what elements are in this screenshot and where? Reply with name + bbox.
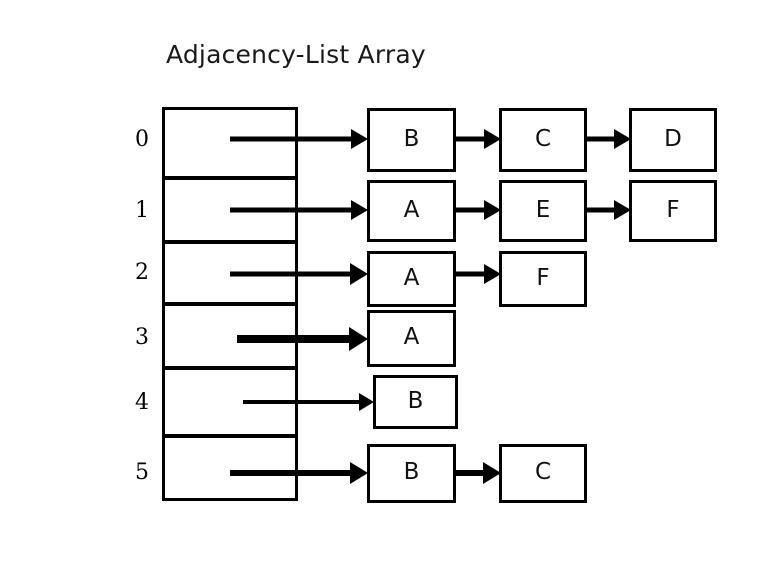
link-arrow-row5-0 xyxy=(455,461,501,485)
list-node-row3-0[interactable]: A xyxy=(367,310,456,367)
pointer-arrow-row-1 xyxy=(230,199,368,221)
list-node-row0-0[interactable]: B xyxy=(367,108,456,172)
list-node-row2-0[interactable]: A xyxy=(367,251,456,307)
list-node-label: E xyxy=(535,196,551,223)
array-index-label-5: 5 xyxy=(135,460,149,485)
list-node-row1-0[interactable]: A xyxy=(367,180,456,242)
list-node-label: C xyxy=(534,125,552,152)
list-node-row5-1[interactable]: C xyxy=(499,444,587,503)
list-node-label: C xyxy=(534,459,552,485)
list-node-label: B xyxy=(403,459,420,485)
list-node-row0-1[interactable]: C xyxy=(499,108,587,172)
array-index-label-1: 1 xyxy=(135,198,149,223)
link-arrow-row0-0 xyxy=(455,128,501,150)
list-node-label: B xyxy=(403,125,420,152)
list-node-label: F xyxy=(536,264,550,291)
array-index-label-2: 2 xyxy=(135,260,149,285)
list-node-row1-2[interactable]: F xyxy=(629,180,717,242)
pointer-arrow-row-0 xyxy=(230,128,368,150)
array-index-label-4: 4 xyxy=(135,390,149,415)
list-node-row2-1[interactable]: F xyxy=(499,251,587,307)
array-index-label-3: 3 xyxy=(135,325,149,350)
link-arrow-row1-0 xyxy=(455,199,501,221)
page-title: Adjacency-List Array xyxy=(166,40,426,69)
link-arrow-row0-1 xyxy=(586,128,631,150)
list-node-label: A xyxy=(403,324,420,350)
pointer-arrow-row-5 xyxy=(230,461,368,485)
pointer-arrow-row-4 xyxy=(243,392,374,412)
list-node-label: B xyxy=(407,387,424,414)
list-node-row1-1[interactable]: E xyxy=(499,180,587,242)
array-index-label-0: 0 xyxy=(135,127,149,152)
list-node-label: F xyxy=(666,196,680,223)
pointer-arrow-row-2 xyxy=(230,262,368,286)
list-node-label: A xyxy=(403,196,420,223)
array-cell-5[interactable] xyxy=(162,435,298,501)
list-node-row5-0[interactable]: B xyxy=(367,444,456,503)
link-arrow-row2-0 xyxy=(455,263,501,285)
link-arrow-row1-1 xyxy=(586,199,631,221)
list-node-label: A xyxy=(403,264,420,291)
list-node-label: D xyxy=(664,125,682,152)
list-node-row4-0[interactable]: B xyxy=(373,375,458,429)
list-node-row0-2[interactable]: D xyxy=(629,108,717,172)
pointer-arrow-row-3 xyxy=(237,326,368,352)
array-column xyxy=(162,107,298,501)
